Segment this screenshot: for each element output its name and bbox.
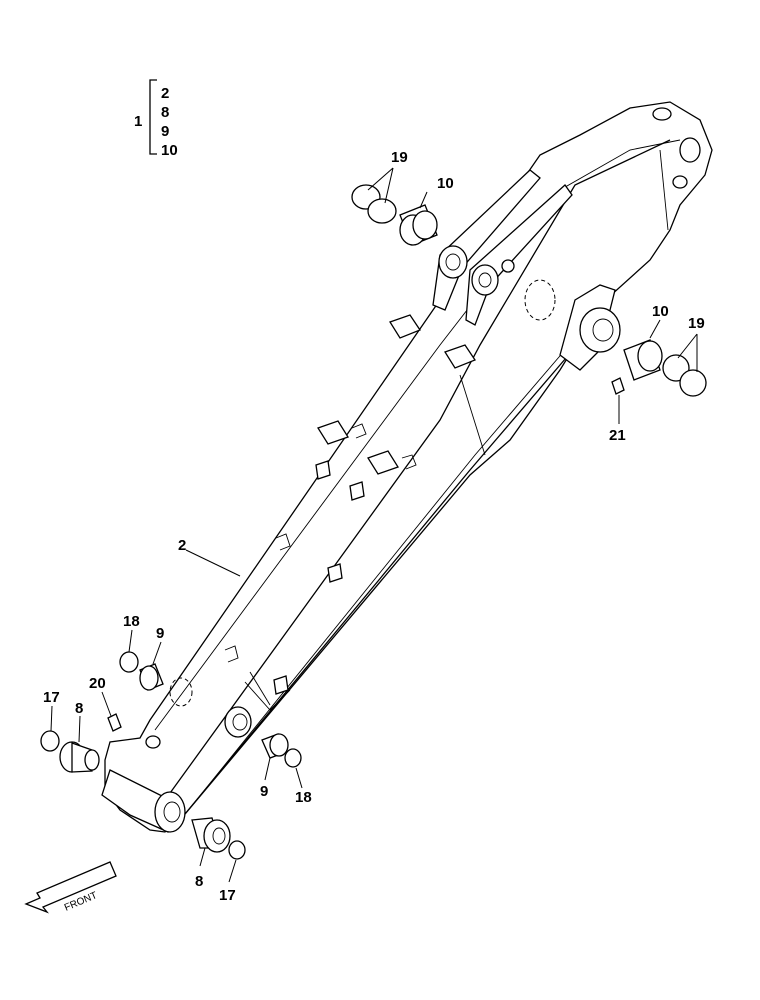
callout-flange-lower: 8 bbox=[195, 873, 203, 890]
legend-item-9: 9 bbox=[161, 123, 169, 140]
hidden-bore-lower bbox=[169, 677, 193, 707]
bushing-left-upper-face bbox=[139, 665, 159, 691]
lower-boss bbox=[224, 706, 252, 738]
flange-lower-bore bbox=[212, 827, 226, 845]
bracket-grease-nipple bbox=[501, 259, 515, 273]
side-boss bbox=[579, 307, 621, 353]
callout-bushing-lower: 9 bbox=[260, 783, 268, 800]
grease-fitting-right bbox=[611, 377, 625, 395]
callout-bushing-right: 10 bbox=[652, 303, 669, 320]
callout-ring-lower: 17 bbox=[219, 887, 236, 904]
hose-clip-1 bbox=[389, 314, 421, 339]
legend-item-8: 8 bbox=[161, 104, 169, 121]
grease-fitting-left bbox=[107, 713, 122, 732]
arm-upper-edge bbox=[164, 139, 671, 801]
hose-clip-6 bbox=[401, 454, 417, 470]
legend-item-10: 10 bbox=[161, 142, 178, 159]
hose-clip-10 bbox=[327, 563, 343, 583]
arm-tip-pin-hole bbox=[679, 137, 701, 163]
arm-tip-boss bbox=[672, 175, 688, 189]
hidden-bore-upper bbox=[524, 279, 556, 321]
callout-bushing-left-upper: 9 bbox=[156, 625, 164, 642]
bracket-boss-left bbox=[438, 245, 468, 279]
arm-lower-stiffener bbox=[244, 681, 291, 711]
flange-lower-face bbox=[203, 819, 231, 853]
front-direction-arrow: FRONT bbox=[24, 861, 117, 914]
callout-arm: 2 bbox=[178, 537, 186, 554]
hose-clip-3 bbox=[317, 420, 349, 445]
callout-grease-fitting-left: 20 bbox=[89, 675, 106, 692]
callout-flange-left: 8 bbox=[75, 700, 83, 717]
legend-bracket bbox=[149, 79, 157, 155]
ring-left bbox=[40, 730, 60, 752]
foot-cylinder-end bbox=[154, 791, 186, 833]
legend-assembly-number: 1 bbox=[134, 113, 142, 130]
callout-bushing-top: 10 bbox=[437, 175, 454, 192]
callout-shims-top: 19 bbox=[391, 149, 408, 166]
callout-grease-fitting-right: 21 bbox=[609, 427, 626, 444]
bushing-top-end bbox=[412, 210, 438, 240]
shim-lower bbox=[284, 748, 302, 768]
arm-body bbox=[101, 101, 713, 833]
hose-clip-4 bbox=[351, 423, 367, 439]
hose-clip-2 bbox=[444, 344, 476, 369]
callout-shim-lower: 18 bbox=[295, 789, 312, 806]
bushing-lower-end bbox=[269, 733, 289, 757]
bushing-right-end bbox=[637, 340, 663, 372]
shim-left-upper bbox=[119, 651, 139, 673]
foot-cylinder-bore bbox=[163, 801, 181, 823]
arm-internal-rib bbox=[459, 374, 486, 456]
hose-clip-5 bbox=[367, 450, 399, 475]
arm-tip-top-hole bbox=[652, 107, 672, 121]
shim-ring-top-b bbox=[367, 198, 397, 224]
shim-ring-right-b bbox=[679, 369, 707, 397]
side-boss-bore bbox=[592, 318, 614, 342]
bracket-bore-left bbox=[445, 253, 461, 271]
hose-clip-7 bbox=[315, 460, 331, 480]
front-arrow-icon bbox=[24, 861, 117, 914]
leader-lines bbox=[50, 167, 698, 883]
arm-end-rib bbox=[659, 149, 669, 231]
foot-grease-hole bbox=[145, 735, 161, 749]
arm-lower-rib bbox=[249, 671, 271, 706]
flange-left-end bbox=[84, 749, 100, 771]
assembly-legend: 1 2 8 9 10 bbox=[134, 79, 178, 159]
hose-clip-12 bbox=[273, 675, 289, 695]
hose-clip-11 bbox=[224, 645, 239, 663]
callout-labels: 2 10 19 10 19 21 18 9 20 17 8 9 18 8 17 bbox=[43, 149, 705, 904]
ring-lower bbox=[228, 840, 246, 860]
lower-boss-bore bbox=[232, 713, 248, 731]
callout-ring-left: 17 bbox=[43, 689, 60, 706]
bracket-bore-right bbox=[478, 272, 492, 288]
callout-shim-left-upper: 18 bbox=[123, 613, 140, 630]
legend-item-2: 2 bbox=[161, 85, 169, 102]
hose-clip-9 bbox=[275, 533, 291, 551]
bracket-boss-right bbox=[471, 264, 499, 296]
callout-shims-right: 19 bbox=[688, 315, 705, 332]
hose-clip-8 bbox=[349, 481, 365, 501]
